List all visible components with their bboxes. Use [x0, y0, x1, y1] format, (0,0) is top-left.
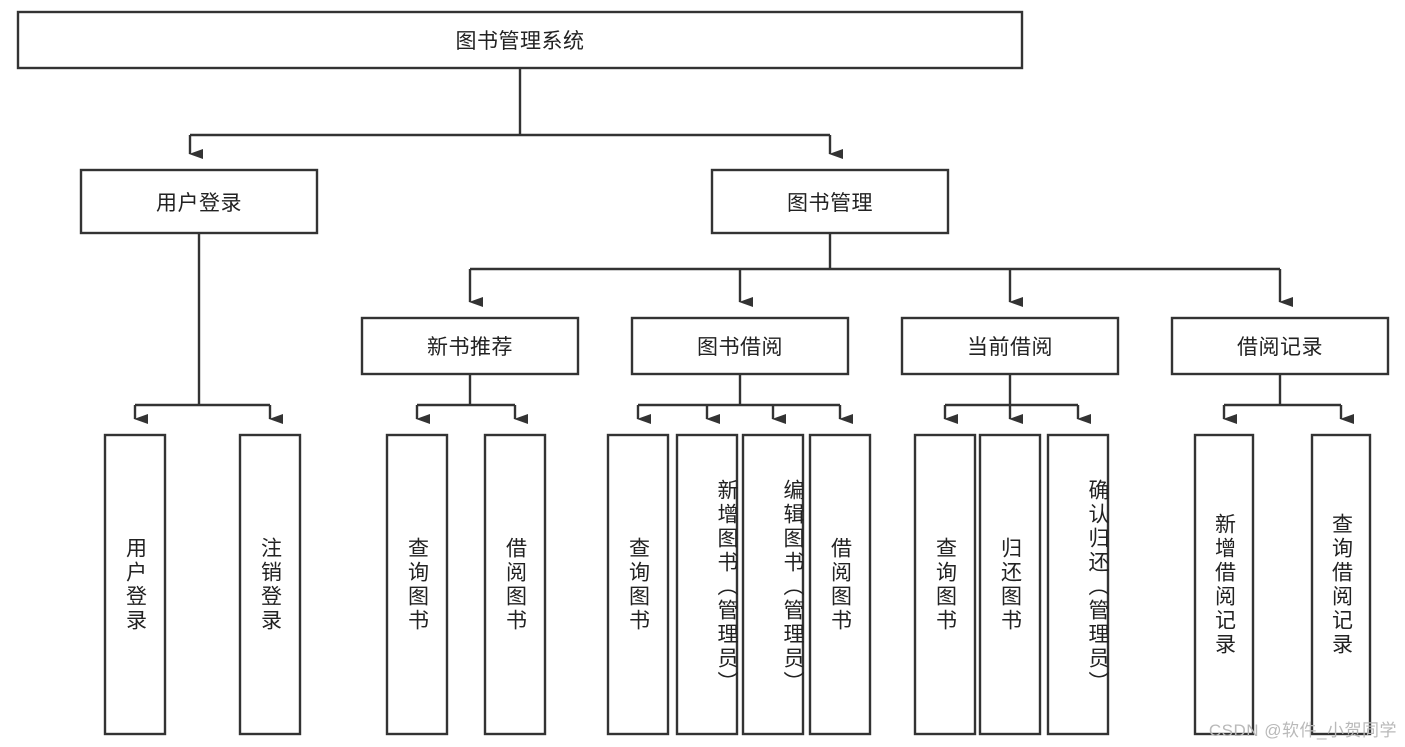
- node-leaf-return-book-box[interactable]: [978, 433, 1042, 736]
- node-user-login-box[interactable]: [79, 168, 319, 235]
- node-current-borrow-box[interactable]: [900, 316, 1120, 376]
- node-borrow-record-box[interactable]: [1170, 316, 1390, 376]
- node-leaf-confirm-return-box[interactable]: [1046, 433, 1110, 736]
- node-leaf-add-record-box[interactable]: [1193, 433, 1255, 736]
- node-leaf-query-book-rec-box[interactable]: [385, 433, 449, 736]
- node-leaf-user-login-box[interactable]: [103, 433, 167, 736]
- node-leaf-logout-box[interactable]: [238, 433, 302, 736]
- node-book-borrow-box[interactable]: [630, 316, 850, 376]
- node-new-book-rec-box[interactable]: [360, 316, 580, 376]
- node-leaf-edit-book-box[interactable]: [741, 433, 805, 736]
- node-root-box[interactable]: [16, 10, 1024, 70]
- node-leaf-borrow-book-box[interactable]: [808, 433, 872, 736]
- node-leaf-query-book-box[interactable]: [606, 433, 670, 736]
- node-book-manage-box[interactable]: [710, 168, 950, 235]
- node-leaf-query-record-box[interactable]: [1310, 433, 1372, 736]
- node-leaf-query-current-box[interactable]: [913, 433, 977, 736]
- node-leaf-borrow-book-rec-box[interactable]: [483, 433, 547, 736]
- node-leaf-add-book-box[interactable]: [675, 433, 739, 736]
